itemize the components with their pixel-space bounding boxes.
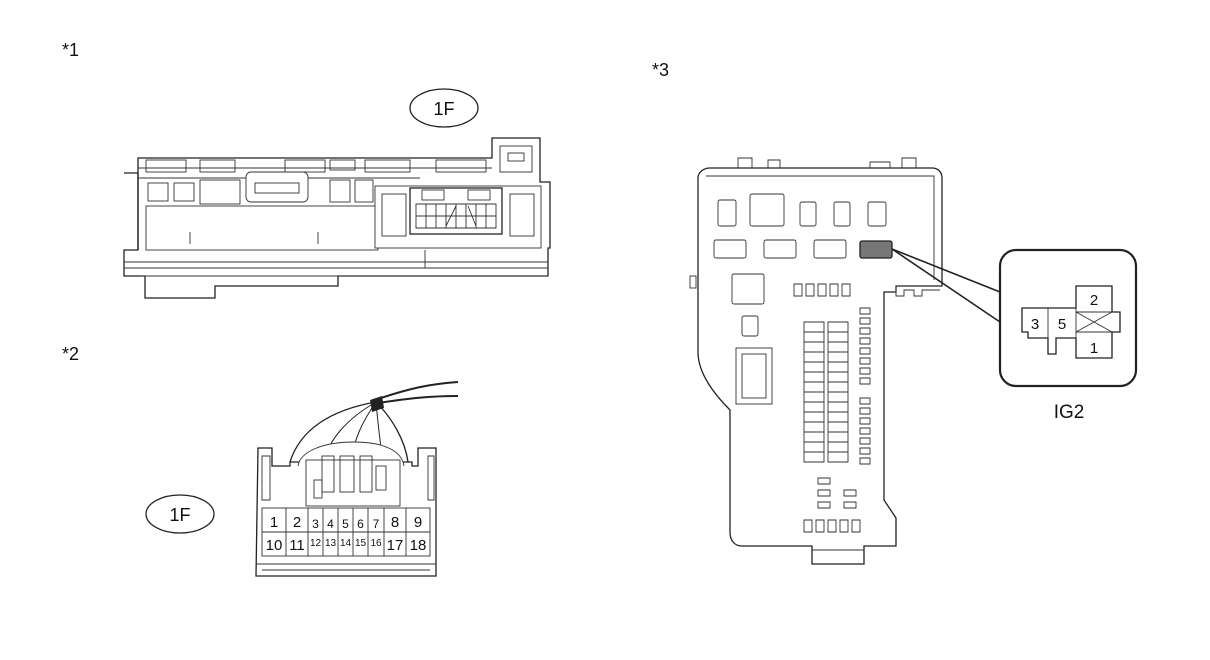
pin-17: 17 — [387, 537, 404, 554]
connector-code-2: 1F — [169, 505, 190, 525]
pin-14: 14 — [340, 538, 352, 549]
pin-18: 18 — [410, 537, 427, 554]
pin-12: 12 — [310, 538, 322, 549]
connector-1f-pin-labels: 1 2 3 4 5 6 7 8 9 10 11 12 13 14 15 16 1… — [266, 514, 427, 554]
pin-4: 4 — [327, 517, 334, 531]
pin-2: 2 — [293, 514, 301, 531]
pin-11: 11 — [289, 537, 305, 554]
pin-15: 15 — [355, 538, 367, 549]
pin-9: 9 — [414, 514, 422, 531]
ecu-unit-drawing — [123, 137, 551, 299]
pin-10: 10 — [266, 537, 283, 554]
callout-label-ig2: IG2 — [1054, 402, 1085, 423]
pin-1: 1 — [270, 514, 278, 531]
terminal-5: 5 — [1058, 316, 1066, 333]
pin-16: 16 — [370, 538, 382, 549]
view-label-3: *3 — [652, 60, 669, 80]
callout-leader-lines — [891, 248, 1001, 323]
connector-code-badge-2: 1F — [145, 494, 215, 534]
connector-1f-drawing — [255, 381, 459, 577]
connector-code-badge-1: 1F — [409, 88, 479, 128]
pin-7: 7 — [373, 517, 380, 531]
terminal-2: 2 — [1090, 292, 1098, 309]
pin-13: 13 — [325, 538, 337, 549]
pin-3: 3 — [312, 517, 319, 531]
view-label-1: *1 — [62, 40, 79, 60]
pin-5: 5 — [342, 517, 349, 531]
pin-8: 8 — [391, 514, 399, 531]
view-label-2: *2 — [62, 344, 79, 364]
pin-6: 6 — [357, 517, 364, 531]
terminal-1: 1 — [1090, 340, 1098, 357]
junction-block-drawing — [689, 157, 943, 565]
connector-code-1: 1F — [433, 99, 454, 119]
ig2-relay-callout: 3 5 2 1 — [998, 248, 1138, 388]
terminal-3: 3 — [1031, 316, 1039, 333]
